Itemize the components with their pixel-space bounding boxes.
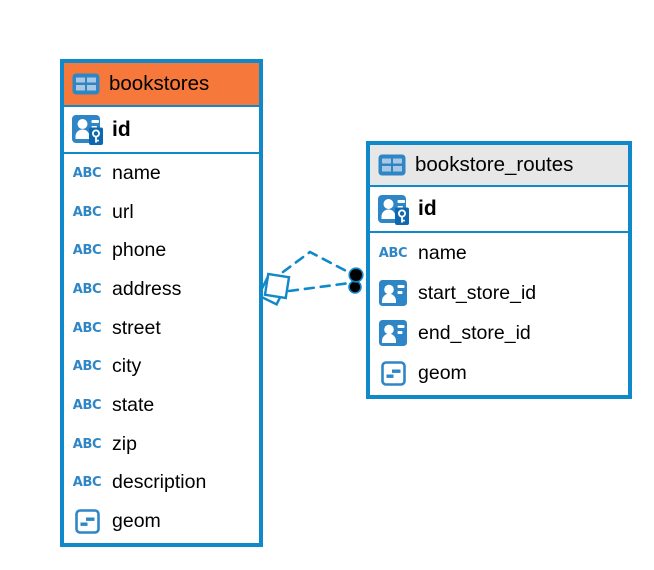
column-name-label: geom: [112, 510, 161, 533]
column-phone[interactable]: ABC phone: [64, 231, 259, 270]
table-header-bookstores[interactable]: bookstores: [64, 63, 259, 107]
column-name-label: address: [112, 277, 182, 300]
column-street[interactable]: ABC street: [64, 309, 259, 348]
key-columns-section: id: [64, 107, 259, 154]
table-title: bookstores: [109, 72, 210, 95]
geometry-type-icon: [71, 509, 103, 534]
text-type-icon: ABC: [72, 436, 102, 452]
column-name-label: phone: [112, 239, 167, 262]
column-name-label: state: [112, 393, 155, 416]
table-icon: [378, 154, 406, 176]
column-zip[interactable]: ABC zip: [64, 425, 259, 464]
column-name-label: description: [112, 471, 207, 494]
column-geom[interactable]: geom: [370, 353, 628, 393]
column-name-label: end_store_id: [418, 321, 531, 344]
column-name-label: url: [112, 200, 134, 223]
text-type-icon: ABC: [72, 243, 102, 259]
column-url[interactable]: ABC url: [64, 193, 259, 232]
text-type-icon: ABC: [72, 359, 102, 375]
entity-table-bookstore-routes[interactable]: bookstore_routes id ABC name start_store_i…: [366, 141, 632, 399]
text-type-icon: ABC: [72, 397, 102, 413]
text-type-icon: ABC: [72, 204, 102, 220]
column-name[interactable]: ABC name: [370, 233, 628, 273]
primary-key-icon: [71, 114, 103, 145]
foreign-key-icon: [377, 320, 409, 346]
column-name-label: city: [112, 355, 142, 378]
column-end_store_id[interactable]: end_store_id: [370, 313, 628, 353]
text-type-icon: ABC: [72, 320, 102, 336]
primary-key-icon: [377, 194, 409, 225]
column-description[interactable]: ABC description: [64, 464, 259, 503]
foreign-key-icon: [377, 280, 409, 306]
text-type-icon: ABC: [378, 245, 408, 261]
column-start_store_id[interactable]: start_store_id: [370, 273, 628, 313]
relationship-line-2[interactable]: [287, 281, 352, 293]
column-name-label: id: [112, 117, 131, 141]
key-column-id[interactable]: id: [370, 187, 628, 231]
column-name-label: name: [112, 161, 161, 184]
column-name[interactable]: ABC name: [64, 154, 259, 193]
column-name-label: geom: [418, 361, 467, 384]
text-type-icon: ABC: [72, 281, 102, 297]
table-title: bookstore_routes: [415, 153, 574, 176]
column-name-label: start_store_id: [418, 281, 537, 304]
relationship-target-dot-marker[interactable]: [348, 267, 364, 294]
text-type-icon: ABC: [72, 475, 102, 491]
geometry-type-icon: [377, 360, 409, 386]
column-city[interactable]: ABC city: [64, 347, 259, 386]
text-type-icon: ABC: [72, 165, 102, 181]
column-name-label: id: [418, 197, 437, 220]
key-columns-section: id: [370, 187, 628, 233]
column-state[interactable]: ABC state: [64, 386, 259, 425]
column-name-label: street: [112, 316, 161, 339]
relationship-line-1[interactable]: [281, 250, 354, 276]
column-geom[interactable]: geom: [64, 502, 259, 541]
table-icon: [72, 73, 100, 95]
relationship-source-diamond-marker[interactable]: [257, 272, 291, 306]
key-column-id[interactable]: id: [64, 107, 259, 152]
column-name-label: zip: [112, 432, 137, 455]
table-header-bookstore-routes[interactable]: bookstore_routes: [370, 145, 628, 187]
column-address[interactable]: ABC address: [64, 270, 259, 309]
column-name-label: name: [418, 241, 467, 264]
